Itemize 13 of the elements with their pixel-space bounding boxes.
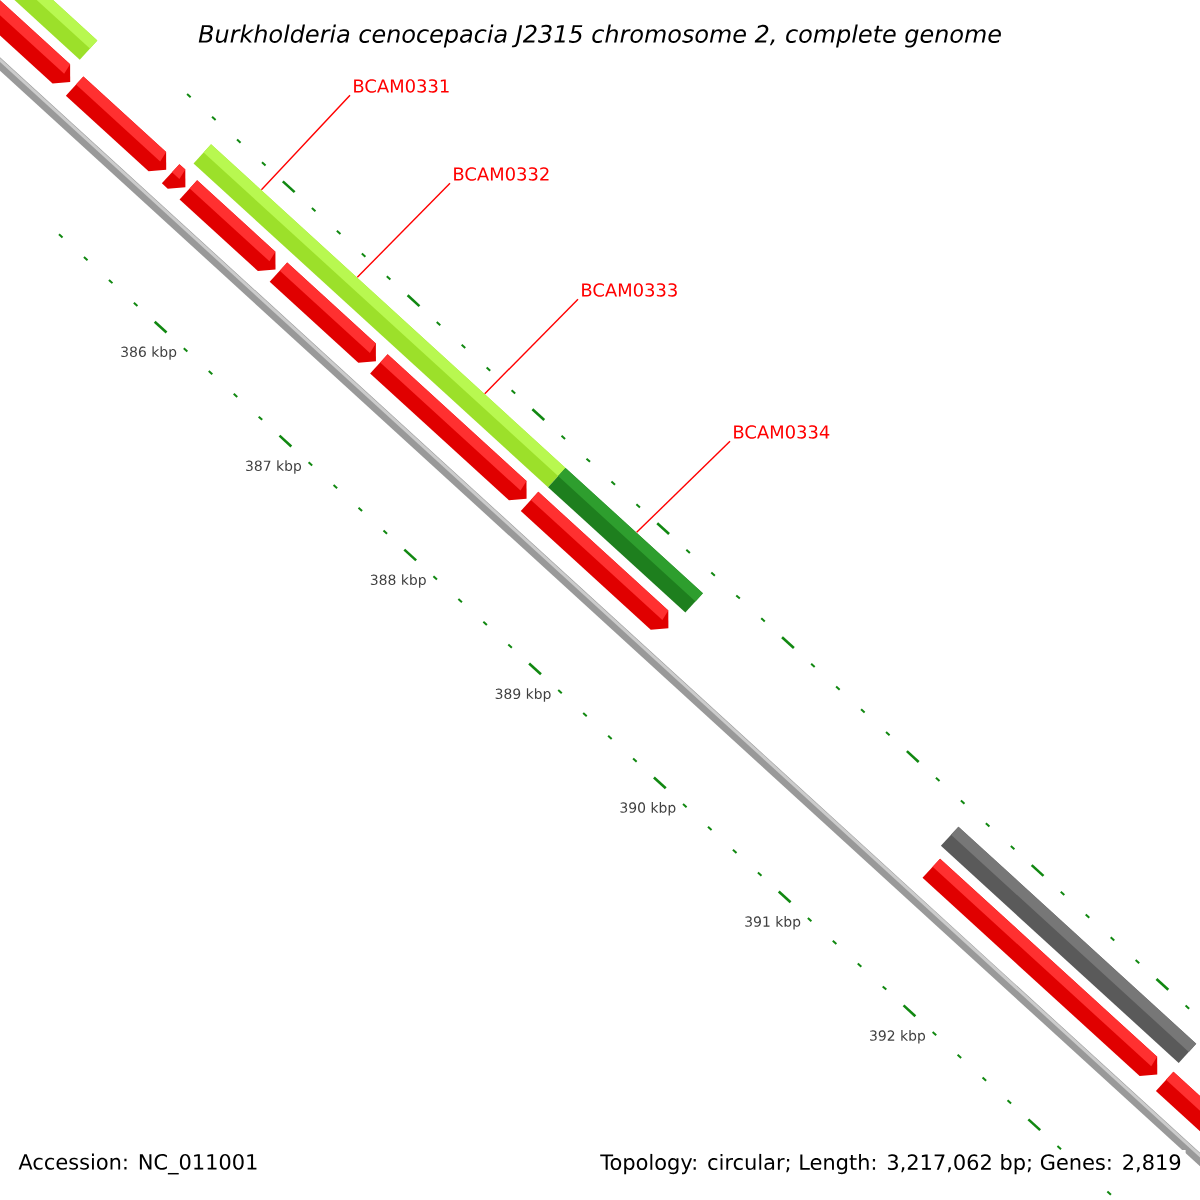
leader-line <box>636 440 731 534</box>
title: Burkholderia cenocepacia J2315 chromosome 2, complete genome <box>194 20 1006 52</box>
gene-label: BCAM0331 <box>354 79 449 93</box>
leader-line <box>484 298 579 395</box>
gene-bar <box>548 467 703 613</box>
gene-bar <box>193 144 566 488</box>
footer-text: Accession: NC_011001 <box>14 1149 263 1179</box>
leader-line <box>356 182 451 278</box>
gene-label: BCAM0332 <box>454 167 549 181</box>
leader-line <box>260 94 351 191</box>
footer-text: Topology: circular; Length: 3,217,062 bp; Genes: 2,819 <box>596 1149 1186 1179</box>
gene-label: BCAM0334 <box>734 425 830 439</box>
gene-label: BCAM0333 <box>582 283 677 297</box>
